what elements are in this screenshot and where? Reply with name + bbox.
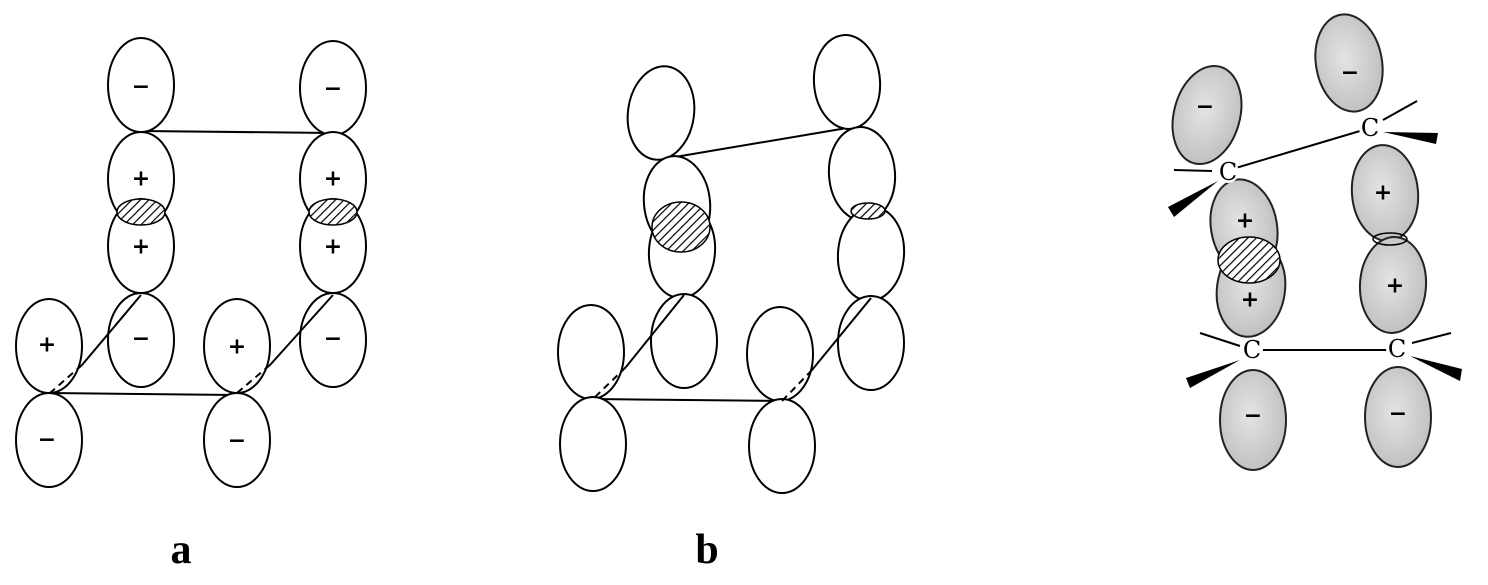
phase-sign: −	[132, 75, 150, 100]
p-orbital-lobe	[748, 398, 816, 494]
phase-sign: −	[324, 327, 342, 352]
phase-sign: −	[1244, 404, 1262, 429]
p-orbital-lobe	[1219, 369, 1287, 471]
p-orbital-lobe	[1364, 366, 1432, 468]
p-orbital-lobe	[837, 295, 905, 391]
phase-sign: −	[324, 77, 342, 102]
bond-line	[1228, 127, 1371, 171]
atom-backing	[1386, 338, 1408, 360]
phase-sign: −	[132, 327, 150, 352]
orbital-overlap-region	[850, 202, 886, 220]
p-orbital-lobe	[746, 306, 814, 402]
p-orbital-lobe	[1314, 13, 1384, 113]
p-orbital-lobe	[626, 65, 696, 161]
phase-sign: −	[1341, 61, 1359, 86]
atom-backing	[1241, 339, 1263, 361]
orbital-overlap-region	[1217, 236, 1281, 284]
panel-b: b	[557, 34, 906, 573]
phase-sign: +	[1386, 274, 1404, 299]
p-orbital-lobe	[15, 392, 83, 488]
substituent-bond	[1382, 100, 1418, 121]
bond-line-dashed	[236, 364, 271, 394]
p-orbital-lobe	[650, 293, 718, 389]
orbital-overlap-region	[308, 198, 358, 226]
bond-line	[592, 398, 783, 402]
phase-sign: −	[1389, 402, 1407, 427]
p-orbital-lobe	[812, 34, 882, 130]
atom-backing	[1359, 117, 1381, 139]
p-orbital-lobe	[299, 292, 367, 388]
phase-sign: +	[1241, 288, 1259, 313]
orbital-overlap-region	[1372, 232, 1408, 246]
carbon-atom-label: C	[1388, 335, 1406, 363]
p-orbital-lobe	[557, 304, 625, 400]
phase-sign: +	[1374, 181, 1392, 206]
carbon-atom-label: C	[1243, 336, 1261, 364]
bond-line-dashed	[592, 366, 627, 400]
phase-sign: +	[132, 235, 150, 260]
p-orbital-lobe	[1171, 64, 1243, 166]
orbital-overlap-region	[116, 198, 166, 226]
wedge-bond	[1168, 181, 1218, 217]
p-orbital-lobe	[559, 396, 627, 492]
wedge-bond	[1186, 360, 1240, 388]
bond-line	[269, 294, 334, 366]
panel-c: C C C C − − + + + + − −	[1168, 13, 1462, 471]
bond-line	[674, 127, 848, 158]
substituent-bond	[1411, 332, 1452, 344]
panel-a: − − + + + + − − + + − − a	[15, 37, 367, 573]
bond-line	[140, 130, 334, 134]
phase-sign: +	[38, 333, 56, 358]
phase-sign: +	[228, 335, 246, 360]
substituent-bond	[1173, 169, 1213, 172]
phase-sign: −	[38, 428, 56, 453]
bond-line	[81, 294, 142, 366]
p-orbital-lobe	[1358, 236, 1428, 334]
phase-sign: +	[324, 235, 342, 260]
bond-line	[625, 294, 685, 368]
carbon-atom-label: C	[1361, 114, 1379, 142]
phase-sign: +	[132, 167, 150, 192]
bond-line	[811, 297, 872, 371]
panel-caption: b	[695, 527, 718, 573]
phase-sign: +	[1236, 209, 1254, 234]
p-orbital-lobe	[107, 292, 175, 388]
phase-sign: −	[1196, 95, 1214, 120]
orbital-overlap-region	[651, 201, 711, 253]
wedge-bond	[1383, 132, 1438, 144]
panel-caption: a	[171, 527, 192, 573]
p-orbital-lobe	[203, 392, 271, 488]
wedge-bond	[1410, 356, 1462, 381]
phase-sign: +	[324, 167, 342, 192]
phase-sign: −	[228, 429, 246, 454]
substituent-bond	[1199, 332, 1241, 347]
carbon-atom-label: C	[1219, 158, 1237, 186]
atom-backing	[1217, 161, 1239, 183]
bond-line	[49, 392, 238, 396]
